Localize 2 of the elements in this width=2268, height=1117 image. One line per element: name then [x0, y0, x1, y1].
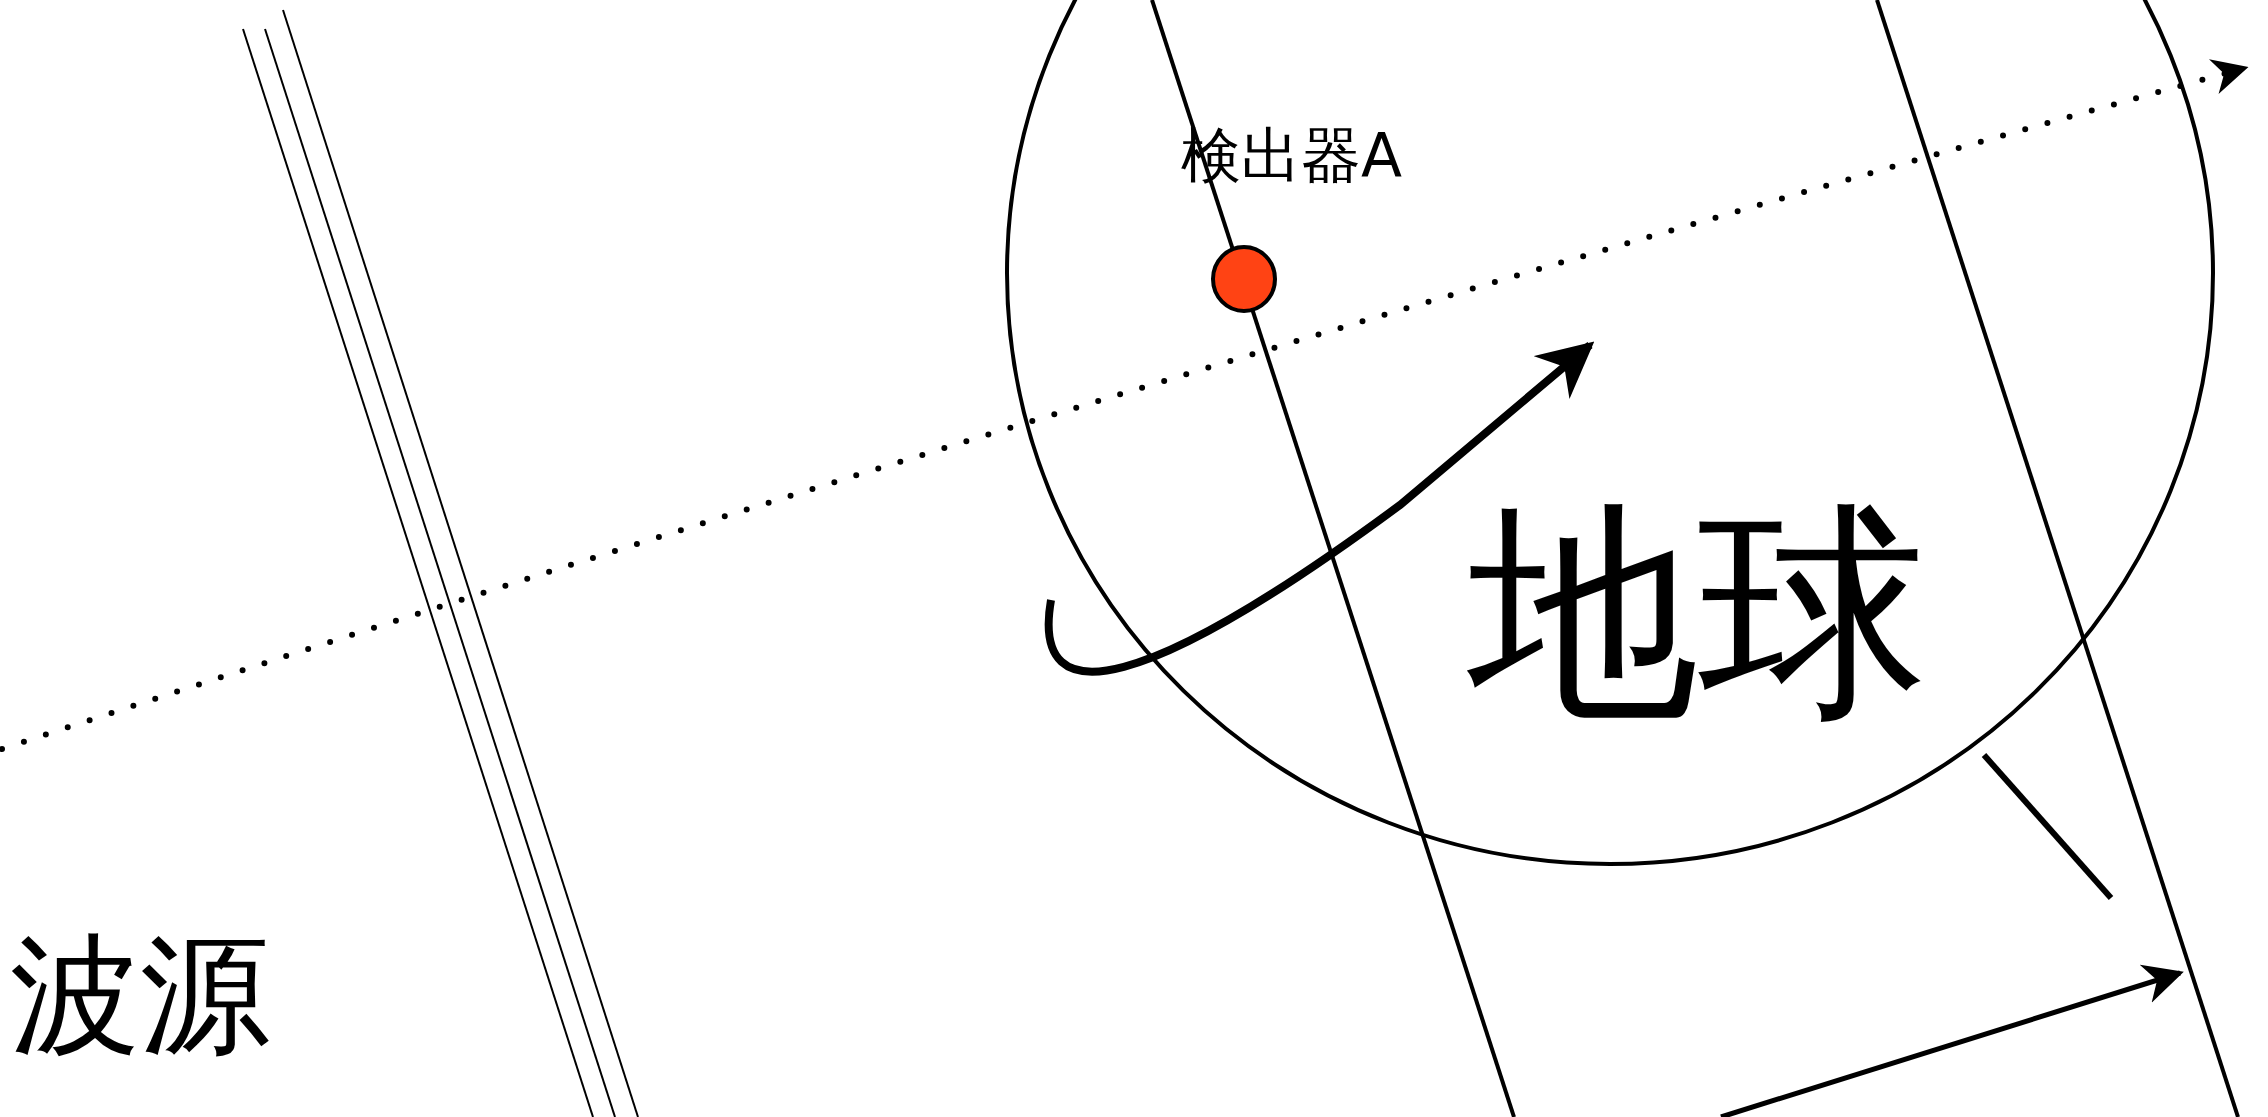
source-label: 波源 [10, 930, 270, 1060]
earth-label: 地球 [1468, 499, 1928, 729]
